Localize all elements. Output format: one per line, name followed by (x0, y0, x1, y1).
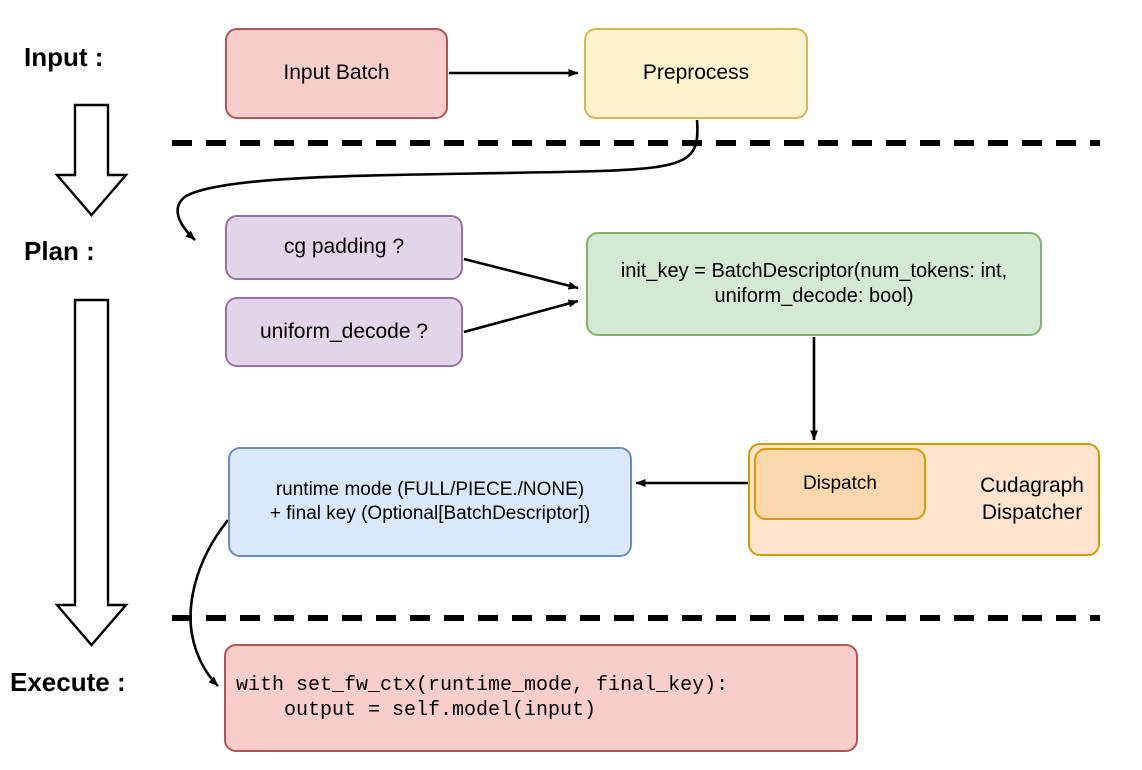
node-execute-code[interactable]: with set_fw_ctx(runtime_mode, final_key)… (224, 644, 858, 752)
node-execute-code-line2: output = self.model(input) (236, 699, 597, 722)
node-cg-padding-label: cg padding ? (283, 235, 405, 259)
stage-label-input: Input : (24, 42, 104, 72)
input-to-plan-block-arrow (54, 103, 129, 217)
node-dispatch[interactable]: Dispatch (754, 448, 926, 520)
node-execute-code-text: with set_fw_ctx(runtime_mode, final_key)… (226, 673, 736, 723)
node-init-key-text: init_key = BatchDescriptor(num_tokens: i… (613, 259, 1015, 309)
node-runtime-mode-text: runtime mode (FULL/PIECE./NONE) + final … (262, 478, 599, 526)
arrow-cg-padding-to-init-key (463, 257, 579, 290)
node-uniform-decode-label: uniform_decode ? (259, 319, 429, 343)
node-cg-padding[interactable]: cg padding ? (225, 215, 463, 280)
plan-to-execute-block-arrow (54, 298, 129, 647)
node-runtime-mode-line1: runtime mode (FULL/PIECE./NONE) (275, 479, 585, 501)
node-uniform-decode[interactable]: uniform_decode ? (225, 297, 463, 367)
node-init-key[interactable]: init_key = BatchDescriptor(num_tokens: i… (586, 232, 1042, 336)
node-input-batch[interactable]: Input Batch (225, 28, 448, 119)
node-dispatch-label: Dispatch (803, 473, 877, 495)
node-input-batch-label: Input Batch (283, 61, 390, 85)
arrow-uniform-decode-to-init-key (463, 299, 579, 334)
node-execute-code-line1: with set_fw_ctx(runtime_mode, final_key)… (236, 674, 729, 697)
stage-label-execute: Execute : (10, 667, 126, 697)
node-cudagraph-dispatcher-label: Cudagraph Dispatcher (980, 474, 1084, 524)
stage-label-plan: Plan : (24, 236, 95, 266)
node-init-key-line2: uniform_decode: bool) (714, 285, 914, 307)
node-runtime-mode-line2: + final key (Optional[BatchDescriptor]) (269, 503, 591, 524)
arrow-runtime-mode-to-execute-code (189, 519, 230, 687)
node-preprocess-label: Preprocess (642, 61, 750, 85)
node-init-key-line1: init_key = BatchDescriptor(num_tokens: i… (620, 260, 1008, 282)
node-runtime-mode[interactable]: runtime mode (FULL/PIECE./NONE) + final … (228, 447, 632, 557)
node-preprocess[interactable]: Preprocess (584, 28, 808, 119)
